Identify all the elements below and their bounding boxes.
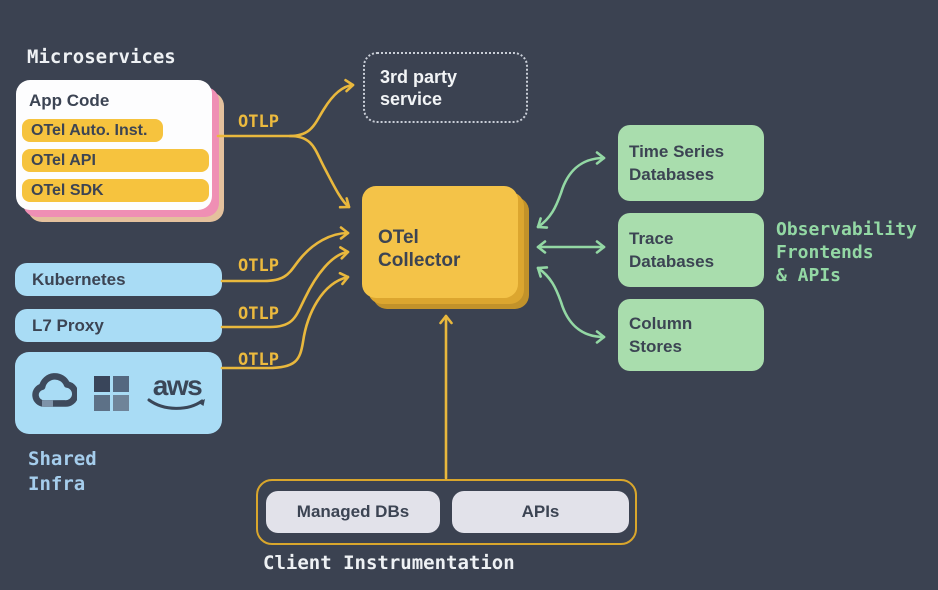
otel-auto-inst-pill: OTel Auto. Inst.: [22, 119, 163, 142]
microservices-label: Microservices: [27, 46, 176, 68]
time-series-databases-label: Time Series Databases: [629, 142, 725, 184]
otel-collector-label: OTel Collector: [378, 227, 461, 271]
aws-icon: aws: [146, 370, 208, 412]
aws-smile-icon: [147, 398, 205, 410]
shared-infra-label: Shared Infra: [28, 448, 97, 495]
observability-frontends-label: Observability Frontends & APIs: [776, 219, 917, 286]
otlp-label-kubernetes: OTLP: [238, 256, 279, 276]
cloud-providers-box: aws: [15, 352, 222, 434]
trace-databases-label: Trace Databases: [629, 229, 715, 271]
kubernetes-label: Kubernetes: [32, 269, 126, 289]
google-cloud-icon: [31, 372, 79, 415]
managed-dbs-box: Managed DBs: [266, 491, 440, 533]
app-code-title: App Code: [29, 91, 110, 110]
arrow-collector-columnstores: [536, 266, 606, 344]
arrow-card-to-collector: [288, 134, 351, 209]
l7-proxy-box: L7 Proxy: [15, 309, 222, 342]
otlp-label-l7proxy: OTLP: [238, 304, 279, 324]
app-code-card: App Code OTel Auto. Inst. OTel API OTel …: [16, 80, 212, 210]
third-party-service-label: 3rd party service: [380, 66, 458, 109]
client-instrumentation-container: [256, 479, 637, 545]
otlp-label-card: OTLP: [238, 112, 279, 132]
aws-logo-text: aws: [152, 370, 203, 401]
microsoft-icon: [94, 375, 129, 411]
third-party-service-box: 3rd party service: [363, 52, 528, 123]
kubernetes-box: Kubernetes: [15, 263, 222, 296]
client-instrumentation-label: Client Instrumentation: [263, 552, 515, 574]
column-stores-box: Column Stores: [618, 299, 764, 371]
managed-dbs-label: Managed DBs: [296, 502, 410, 521]
otlp-label-infra: OTLP: [238, 350, 279, 370]
otel-sdk-pill: OTel SDK: [22, 179, 209, 202]
l7-proxy-label: L7 Proxy: [32, 315, 104, 335]
arrow-collector-timeseries: [536, 151, 606, 229]
column-stores-label: Column Stores: [629, 314, 693, 356]
time-series-databases-box: Time Series Databases: [618, 125, 764, 201]
apis-label: APIs: [521, 502, 560, 521]
apis-box: APIs: [452, 491, 629, 533]
otel-api-pill: OTel API: [22, 149, 209, 172]
otel-collector-box: OTel Collector: [362, 186, 518, 298]
trace-databases-box: Trace Databases: [618, 213, 764, 287]
